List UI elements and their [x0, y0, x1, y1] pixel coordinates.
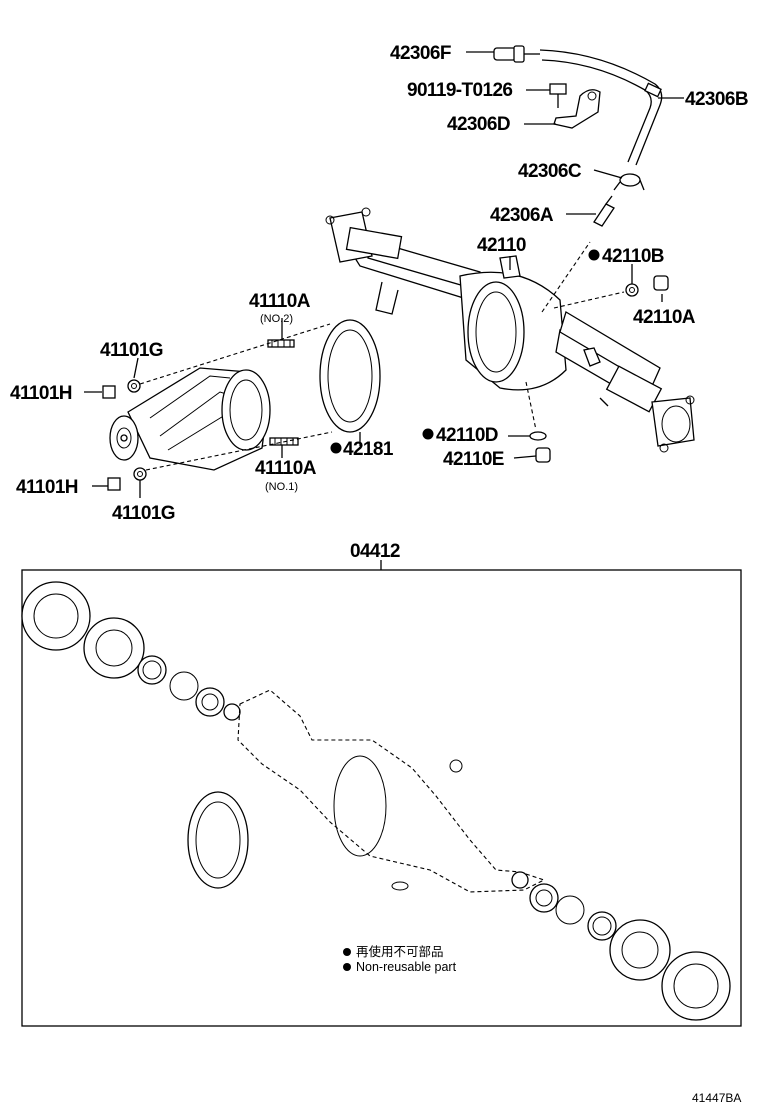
- bolt-90119: [549, 83, 567, 108]
- label-42306A: 42306A: [490, 205, 554, 226]
- differential-carrier: [109, 367, 271, 471]
- legend-bullet-en: [343, 963, 351, 971]
- label-42306F: 42306F: [390, 43, 451, 64]
- label-41101H-bot: 41101H: [16, 477, 78, 498]
- label-90119-T0126: 90119-T0126: [407, 80, 512, 101]
- label-41101H-top: 41101H: [10, 383, 72, 404]
- label-41110A-top: 41110A: [249, 291, 311, 312]
- gasket-42181: [319, 319, 381, 433]
- label-42110: 42110: [477, 235, 526, 256]
- nonreusable-dot-42181: [330, 442, 342, 454]
- legend-english: Non-reusable part: [356, 960, 457, 974]
- vent-plug-42306F: [493, 45, 540, 63]
- label-42110B: 42110B: [602, 246, 664, 267]
- nut-41101H-bot: [107, 477, 121, 491]
- label-41101G-bot: 41101G: [112, 503, 175, 524]
- legend-chinese: 再使用不可部品: [356, 944, 444, 959]
- gasket-kit-04412-box: [21, 569, 742, 1027]
- label-no1: (NO.1): [265, 481, 298, 493]
- figure-id: 41447BA: [692, 1091, 741, 1105]
- gasket-42110D: [529, 431, 547, 441]
- union-42306A: [593, 195, 615, 227]
- hose-clamp-42306C: [613, 173, 645, 191]
- label-42110D: 42110D: [436, 425, 498, 446]
- stud-41110A-no2: [267, 339, 295, 348]
- label-41101G-top: 41101G: [100, 340, 163, 361]
- washer-41101G-bot: [133, 467, 147, 481]
- label-41110A-bot: 41110A: [255, 458, 317, 479]
- washer-41101G-top: [127, 379, 141, 393]
- label-42181: 42181: [343, 439, 394, 460]
- nonreusable-dot-42110B: [588, 249, 600, 261]
- plug-42110E: [535, 447, 551, 463]
- label-42306B: 42306B: [685, 89, 748, 110]
- label-04412: 04412: [350, 541, 400, 562]
- label-no2: (NO.2): [260, 313, 293, 325]
- label-42110A: 42110A: [633, 307, 696, 328]
- kit-contents: [21, 581, 731, 1021]
- label-42306C: 42306C: [518, 161, 582, 182]
- nut-41101H-top: [102, 385, 116, 399]
- plug-42110A: [653, 275, 669, 291]
- bracket-42306D: [553, 89, 601, 129]
- legend-bullet-cn: [343, 948, 351, 956]
- axle-housing-42110: [325, 207, 695, 453]
- nonreusable-dot-42110D: [422, 428, 434, 440]
- label-42110E: 42110E: [443, 449, 504, 470]
- label-42306D: 42306D: [447, 114, 510, 135]
- gasket-42110B: [625, 283, 639, 297]
